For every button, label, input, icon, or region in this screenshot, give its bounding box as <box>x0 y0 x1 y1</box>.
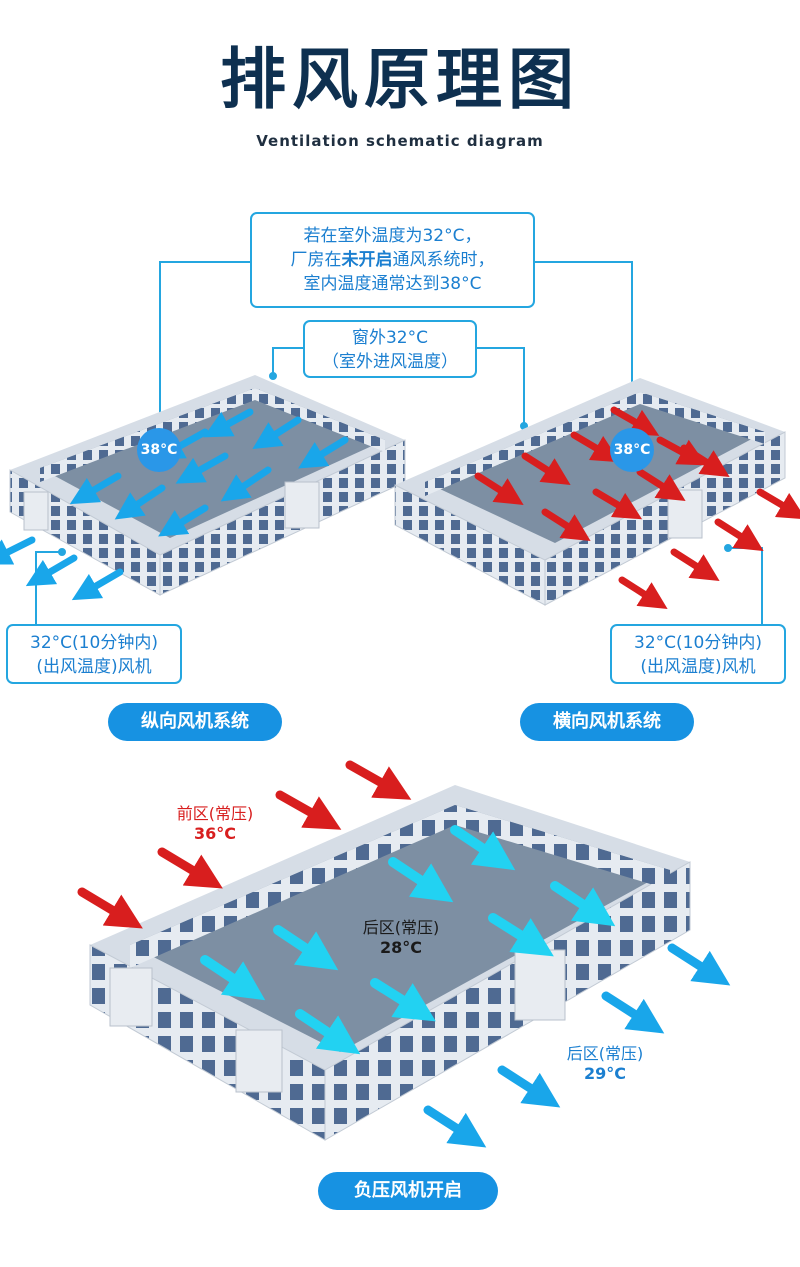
rear-zone: 后区(常压) 29°C <box>540 1044 670 1084</box>
callout-line-1: 若在室外温度为32°C， <box>303 226 482 246</box>
middle-zone: 后区(常压) 28°C <box>336 918 466 958</box>
right-outlet-line-2: (出风温度)风机 <box>640 657 756 677</box>
left-system-label: 纵向风机系统 <box>108 703 282 741</box>
right-airflow-arrows <box>474 406 800 610</box>
page-title: 排风原理图 <box>220 41 580 118</box>
bottom-inlet-arrows <box>77 760 412 929</box>
bottom-system-label: 负压风机开启 <box>318 1172 498 1210</box>
callout-line-3: 室内温度通常达到38°C <box>303 274 482 294</box>
right-gate <box>667 489 703 539</box>
left-outlet-line-2: (出风温度)风机 <box>36 657 152 677</box>
window-line-1: 窗外32°C <box>351 328 428 348</box>
middle-zone-label: 后区(常压) <box>362 918 440 937</box>
window-line-2: （室外进风温度） <box>322 352 458 372</box>
right-system-label: 横向风机系统 <box>520 703 694 741</box>
left-entrance <box>23 491 49 531</box>
front-zone-temp: 36°C <box>193 824 236 843</box>
left-outlet-callout: 32°C(10分钟内) (出风温度)风机 <box>6 624 182 684</box>
middle-zone-temp: 28°C <box>379 938 422 957</box>
front-zone-label: 前区(常压) <box>176 804 254 823</box>
bottom-gate <box>514 949 566 1021</box>
left-airflow-arrows <box>0 408 349 601</box>
right-building <box>394 378 786 606</box>
window-temp-callout: 窗外32°C （室外进风温度） <box>303 320 477 378</box>
callout-line-2: 厂房在未开启通风系统时， <box>290 250 495 270</box>
bottom-interior-arrows <box>200 825 616 1055</box>
right-outlet-line-1: 32°C(10分钟内) <box>634 633 762 653</box>
left-temp-badge: 38°C <box>137 428 181 472</box>
bottom-outlet-arrows <box>423 943 731 1148</box>
front-zone: 前区(常压) 36°C <box>150 804 280 844</box>
rear-zone-temp: 29°C <box>583 1064 626 1083</box>
left-gate <box>284 481 320 529</box>
page-subtitle: Ventilation schematic diagram <box>256 132 544 150</box>
right-temp-badge: 38°C <box>610 428 654 472</box>
left-outlet-line-1: 32°C(10分钟内) <box>30 633 158 653</box>
bottom-entrance-2 <box>235 1029 283 1093</box>
right-outlet-callout: 32°C(10分钟内) (出风温度)风机 <box>610 624 786 684</box>
bottom-entrance <box>109 967 153 1027</box>
rear-zone-label: 后区(常压) <box>566 1044 644 1063</box>
outdoor-temp-callout: 若在室外温度为32°C， 厂房在未开启通风系统时， 室内温度通常达到38°C <box>250 212 535 308</box>
